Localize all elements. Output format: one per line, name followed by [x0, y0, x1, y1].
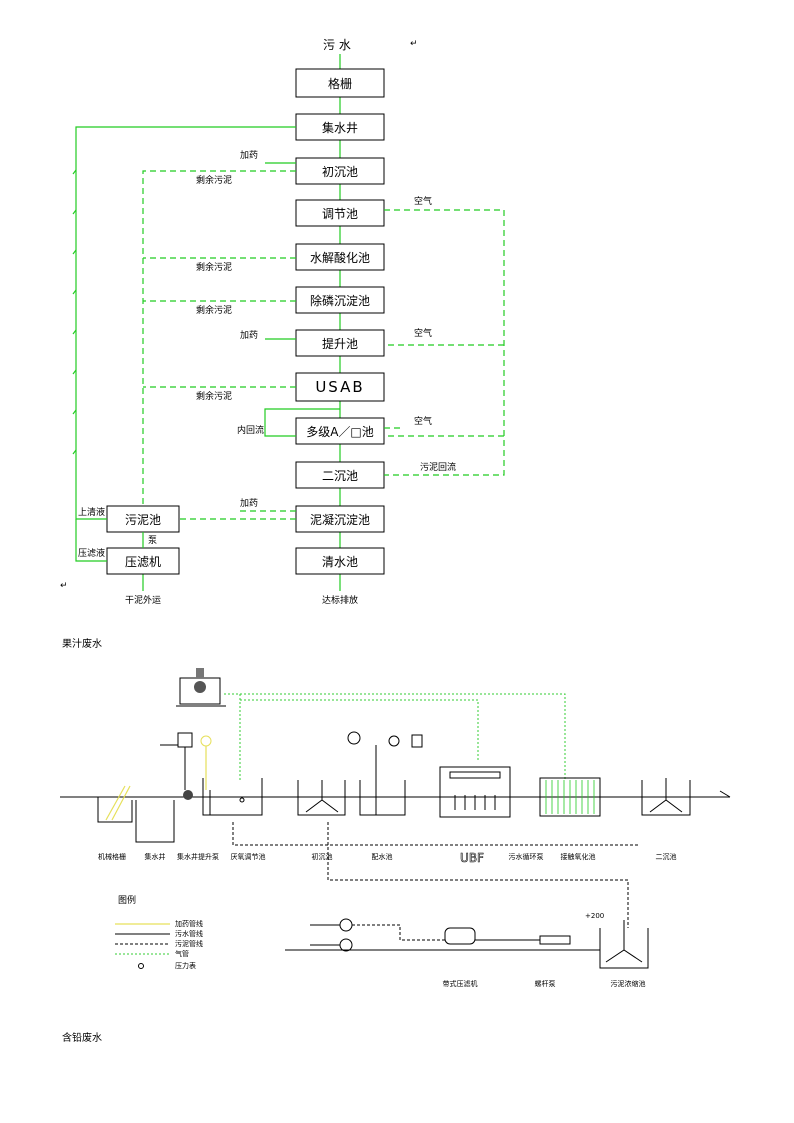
belt-press-icon — [444, 927, 476, 945]
filtrate-label: 压滤液 — [78, 547, 105, 559]
svg-text:清水池: 清水池 — [322, 555, 358, 569]
supernatant-label: 上清液 — [78, 506, 105, 518]
caption-fruit-juice-wastewater: 果汁废水 — [62, 639, 102, 650]
svg-text:除磷沉淀池: 除磷沉淀池 — [310, 293, 370, 308]
svg-text:泥凝沉淀池: 泥凝沉淀池 — [310, 512, 370, 527]
svg-text:剩余污泥: 剩余污泥 — [196, 390, 232, 402]
process-box-clear-water: 清水池 — [295, 547, 385, 575]
air-and-return-line: 空气 空气 空气 污泥回流 — [384, 195, 505, 476]
svg-text:集水井提升泵: 集水井提升泵 — [177, 852, 219, 861]
svg-text:剩余污泥: 剩余污泥 — [196, 174, 232, 186]
svg-text:空气: 空气 — [414, 195, 432, 207]
sump-tank — [135, 800, 175, 843]
output-clean-label: 达标排放 — [322, 594, 358, 606]
internal-reflux-line: 内回流 — [237, 408, 340, 437]
return-mark-icon: ↵ — [60, 581, 68, 591]
caption-lead-wastewater: 含铅废水 — [62, 1033, 102, 1044]
svg-text:接触氧化池: 接触氧化池 — [561, 852, 596, 861]
svg-text:二沉池: 二沉池 — [322, 469, 358, 483]
process-box-lift-tank: 提升池 — [295, 329, 385, 357]
svg-text:带式压滤机: 带式压滤机 — [443, 979, 478, 988]
legend: 图例 加药管线 污水管线 污泥管线 气管 压力表 — [115, 894, 203, 970]
secondary-clarifier — [641, 778, 691, 816]
svg-text:空气: 空气 — [414, 415, 432, 427]
process-box-hydrolysis: 水解酸化池 — [295, 243, 385, 271]
flow-diagram-fruit-juice: 污 水 ↵ 格栅 集水井 — [60, 38, 505, 606]
unit-labels: 机械格栅 集水井 集水井提升泵 厌氧调节池 初沉池 配水池 UBF 污水循环泵 … — [98, 851, 677, 866]
return-line-left: 上清液 压滤液 — [72, 126, 296, 562]
svg-text:图例: 图例 — [118, 894, 136, 906]
svg-text:格栅: 格栅 — [328, 76, 352, 91]
distribution-tank — [347, 731, 406, 816]
svg-text:加药: 加药 — [240, 330, 258, 341]
process-box-coagulation: 泥凝沉淀池 — [295, 505, 385, 533]
svg-text:UBF: UBF — [460, 851, 484, 865]
dosing-icon — [200, 735, 212, 790]
svg-text:加药: 加药 — [240, 498, 258, 509]
primary-clarifier — [297, 780, 346, 816]
process-box-secondary-clarifier: 二沉池 — [295, 461, 385, 489]
svg-text:配水池: 配水池 — [372, 852, 393, 861]
process-box-primary-clarifier: 初沉池 — [295, 157, 385, 185]
excess-sludge-line: 剩余污泥 剩余污泥 剩余污泥 剩余污泥 — [142, 170, 296, 520]
process-box-sludge-tank: 污泥池 — [106, 505, 180, 533]
sludge-treatment: +200 带式压滤机 螺杆泵 污泥浓缩池 — [285, 912, 649, 988]
svg-text:污泥管线: 污泥管线 — [175, 939, 203, 948]
svg-text:多级A／□池: 多级A／□池 — [306, 425, 374, 439]
svg-text:空气: 空气 — [414, 327, 432, 339]
svg-text:调节池: 调节池 — [322, 207, 358, 221]
svg-text:污泥回流: 污泥回流 — [420, 461, 456, 473]
svg-text:气管: 气管 — [175, 949, 189, 958]
process-box-sump: 集水井 — [295, 113, 385, 141]
lift-pump-icon — [160, 732, 193, 800]
svg-text:USAB: USAB — [315, 378, 364, 396]
pump-label: 泵 — [148, 535, 157, 546]
process-box-usab: USAB — [295, 372, 385, 402]
anaerobic-equalization-tank — [202, 778, 263, 816]
process-box-multistage-ao: 多级A／□池 — [295, 417, 385, 445]
svg-text:集水井: 集水井 — [322, 120, 358, 135]
process-box-phosphorus-removal: 除磷沉淀池 — [295, 286, 385, 314]
process-box-grating: 格栅 — [295, 68, 385, 98]
svg-text:污泥浓缩池: 污泥浓缩池 — [611, 979, 646, 988]
ubf-reactor — [411, 734, 511, 818]
dosing-lines: 加药 加药 加药 — [240, 150, 296, 512]
svg-text:污水管线: 污水管线 — [175, 929, 203, 938]
input-label: 污 水 — [323, 38, 351, 52]
svg-text:螺杆泵: 螺杆泵 — [535, 979, 556, 988]
screw-pump-icon — [539, 935, 571, 945]
sludge-thickener — [599, 928, 649, 969]
svg-text:+200: +200 — [585, 912, 604, 920]
svg-text:内回流: 内回流 — [237, 424, 264, 436]
svg-text:加药管线: 加药管线 — [175, 919, 203, 928]
pressure-gauge-icon — [138, 963, 144, 969]
svg-text:剩余污泥: 剩余污泥 — [196, 304, 232, 316]
svg-text:污泥池: 污泥池 — [125, 513, 161, 527]
output-sludge-label: 干泥外运 — [125, 594, 161, 606]
svg-text:剩余污泥: 剩余污泥 — [196, 261, 232, 273]
return-mark-icon: ↵ — [410, 39, 418, 49]
svg-text:机械格栅: 机械格栅 — [98, 852, 126, 861]
air-header-line — [224, 693, 566, 780]
mechanical-grating — [97, 785, 133, 823]
svg-text:二沉池: 二沉池 — [656, 852, 677, 861]
svg-text:污水循环泵: 污水循环泵 — [509, 852, 544, 861]
svg-text:压力表: 压力表 — [175, 961, 196, 970]
svg-text:提升池: 提升池 — [322, 336, 358, 351]
process-drawing-lead-wastewater: 机械格栅 集水井 集水井提升泵 厌氧调节池 初沉池 配水池 UBF 污水循环泵 … — [60, 668, 731, 988]
main-flow-arrows — [142, 54, 341, 591]
svg-text:初沉池: 初沉池 — [312, 852, 333, 861]
contact-oxidation-tank — [539, 777, 601, 817]
svg-text:初沉池: 初沉池 — [322, 165, 358, 179]
process-box-filter-press: 压滤机 — [106, 547, 180, 575]
svg-text:加药: 加药 — [240, 150, 258, 161]
svg-text:水解酸化池: 水解酸化池 — [310, 250, 370, 265]
svg-text:压滤机: 压滤机 — [125, 555, 161, 569]
process-box-equalization: 调节池 — [295, 199, 385, 227]
sludge-header-line — [232, 822, 640, 846]
svg-text:集水井: 集水井 — [145, 852, 166, 861]
blower-icon — [176, 668, 226, 707]
svg-text:厌氧调节池: 厌氧调节池 — [231, 852, 266, 861]
